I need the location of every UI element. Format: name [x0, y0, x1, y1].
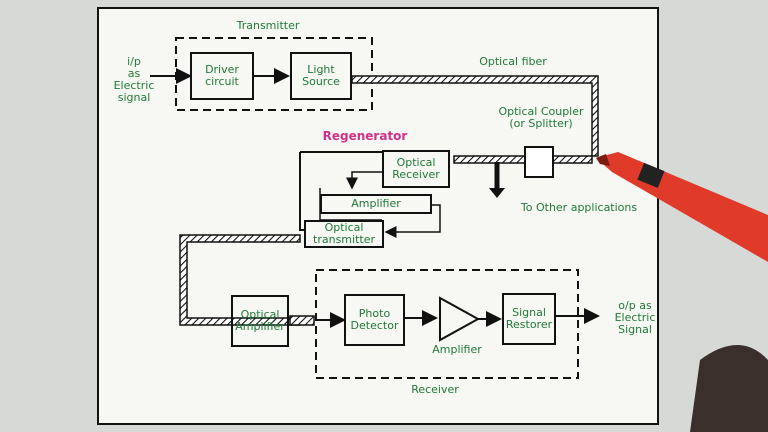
regen-amplifier-block: Amplifier	[320, 194, 432, 214]
input-label: i/p as Electric signal	[113, 55, 155, 104]
receiver-amplifier-label: Amplifier	[432, 343, 482, 356]
receiver-title: Receiver	[411, 383, 459, 396]
optical-amplifier-block: Optical Amplifier	[231, 295, 289, 347]
fiber-mid	[289, 315, 315, 326]
output-label: o/p as Electric Signal	[614, 299, 656, 336]
optical-transmitter-block: Optical transmitter	[304, 220, 384, 248]
optical-amplifier-label: Optical Amplifier	[235, 308, 285, 333]
receiver-frame	[315, 269, 579, 379]
fiber-top	[351, 75, 599, 164]
coupler-label: Optical Coupler (or Splitter)	[498, 105, 584, 130]
signal-restorer-block: Signal Restorer	[502, 293, 556, 345]
optical-receiver-block: Optical Receiver	[382, 150, 450, 188]
photo-detector-block: Photo Detector	[344, 294, 405, 346]
amplifier-triangle	[439, 296, 481, 342]
light-source-label: Light Source	[302, 63, 340, 88]
light-source-block: Light Source	[290, 52, 352, 100]
transmitter-title: Transmitter	[236, 19, 300, 32]
regen-amplifier-label: Amplifier	[351, 197, 401, 210]
regenerator-title: Regenerator	[322, 129, 408, 143]
other-applications-label: To Other applications	[520, 201, 638, 214]
driver-circuit-label: Driver circuit	[205, 63, 239, 88]
driver-circuit-block: Driver circuit	[190, 52, 254, 100]
photo-detector-label: Photo Detector	[350, 307, 399, 332]
optical-transmitter-label: Optical transmitter	[313, 221, 375, 246]
optical-fiber-label: Optical fiber	[479, 55, 547, 68]
regen-left-line	[299, 152, 305, 231]
optical-receiver-label: Optical Receiver	[392, 156, 440, 181]
coupler-box	[524, 146, 554, 178]
signal-restorer-label: Signal Restorer	[505, 306, 553, 331]
